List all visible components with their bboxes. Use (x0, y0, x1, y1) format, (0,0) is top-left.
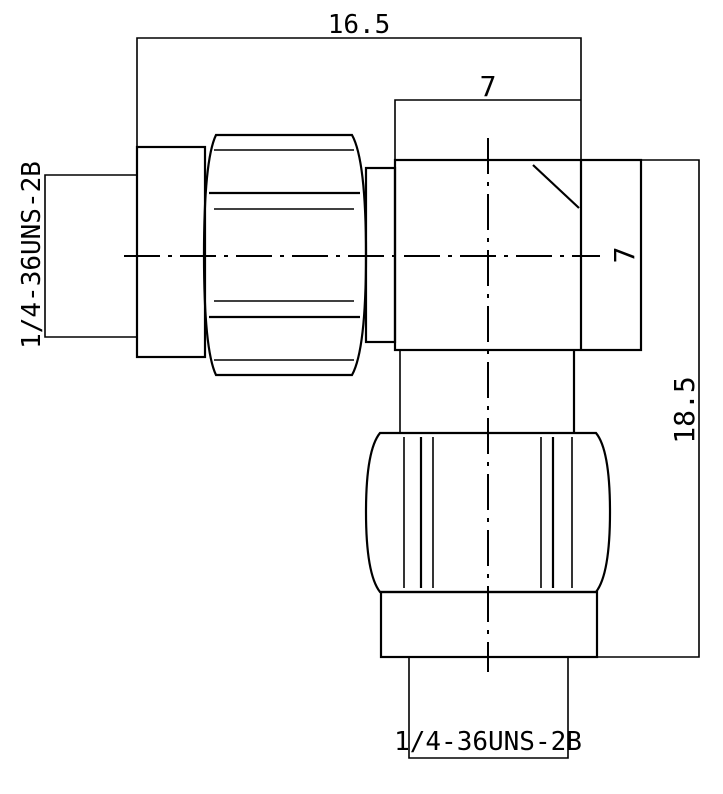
dim-thread-left: 1/4-36UNS-2B (17, 161, 47, 349)
dim-body-height: 7 (608, 247, 641, 264)
dim-thread-bottom: 1/4-36UNS-2B (394, 727, 582, 757)
dim-body-width: 7 (480, 70, 497, 103)
dim-overall-width: 16.5 (328, 10, 391, 40)
dim-overall-height: 18.5 (668, 376, 701, 443)
center-lines (124, 138, 600, 672)
left-connector (135, 133, 397, 377)
